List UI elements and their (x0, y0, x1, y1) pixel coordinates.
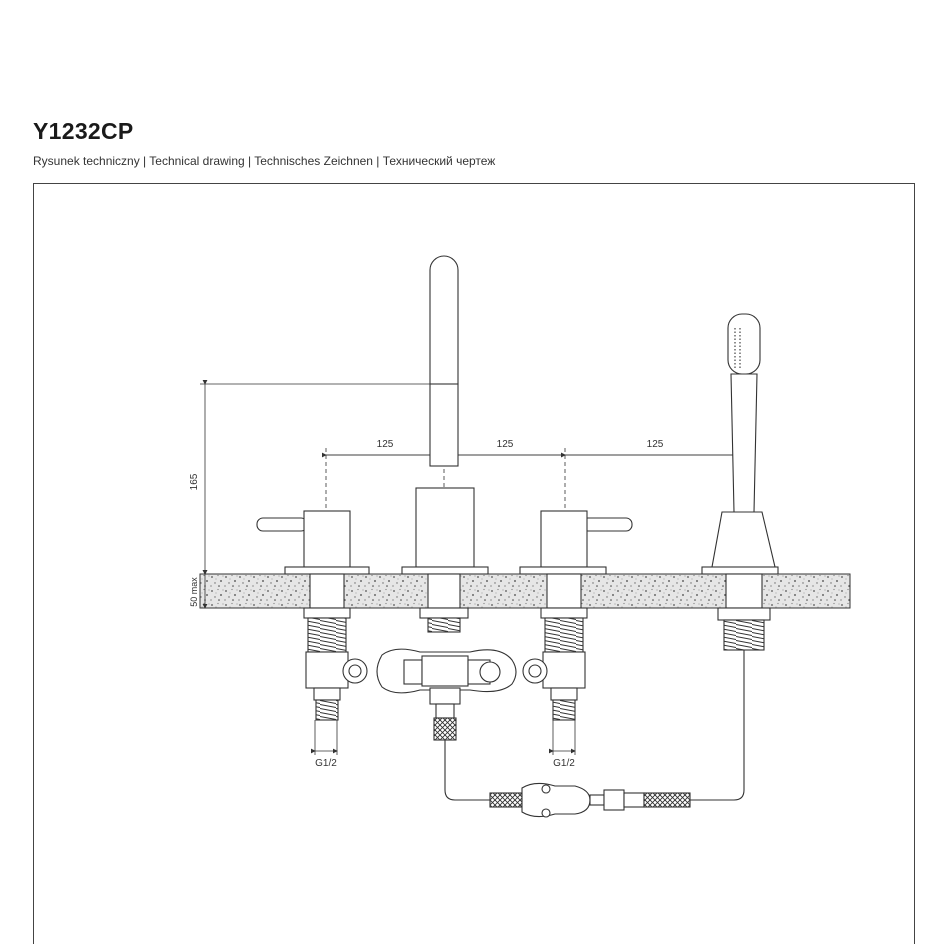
right-valve (519, 510, 633, 721)
thread-label-left: G1/2 (315, 758, 337, 769)
dim-165: 165 (189, 473, 200, 490)
diverter-body (376, 648, 517, 741)
thread-label-right: G1/2 (553, 758, 575, 769)
drawing-subtitle: Rysunek techniczny | Technical drawing |… (33, 154, 496, 168)
hand-shower (701, 313, 779, 651)
dim-125-left: 125 (377, 439, 394, 450)
dim-50-max: 50 max (189, 577, 199, 607)
model-title: Y1232CP (33, 118, 134, 144)
dimension-lines (200, 380, 745, 755)
shower-hose (444, 650, 745, 818)
drawing-frame (33, 183, 915, 944)
dim-125-right: 125 (647, 439, 664, 450)
dim-125-middle: 125 (497, 439, 514, 450)
spout (401, 255, 489, 633)
left-valve (256, 510, 370, 721)
